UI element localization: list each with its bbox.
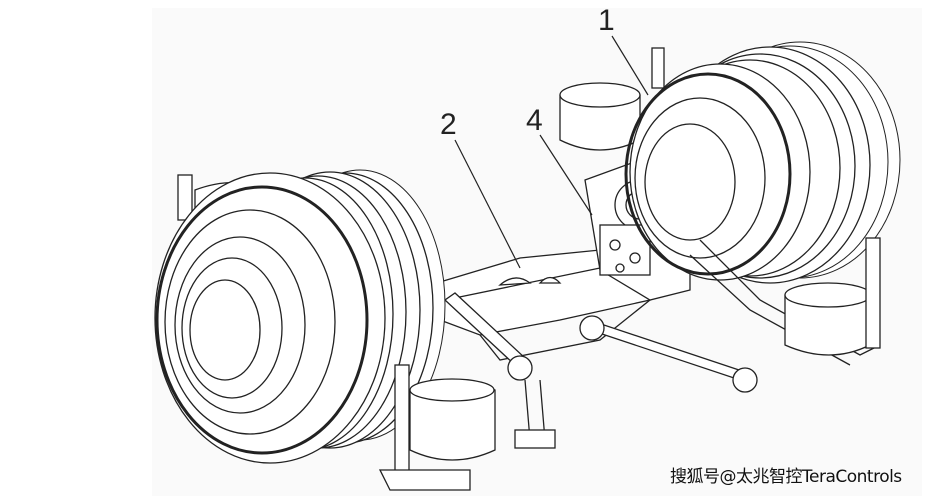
watermark: 搜狐号@太兆智控TeraControls [670,467,902,487]
leader-lines [454,35,649,269]
air-spring-front-right [689,237,881,366]
wheel-right [624,41,901,284]
leader-line-4 [539,134,593,216]
leader-line-2 [454,139,521,269]
axle-beam [429,249,651,361]
air-spring-front-left [378,364,496,491]
torque-rods [443,292,758,449]
callout-4: 4 [526,104,543,137]
callout-1: 1 [598,4,615,37]
leader-line-1 [611,35,649,96]
callout-2: 2 [440,108,457,141]
